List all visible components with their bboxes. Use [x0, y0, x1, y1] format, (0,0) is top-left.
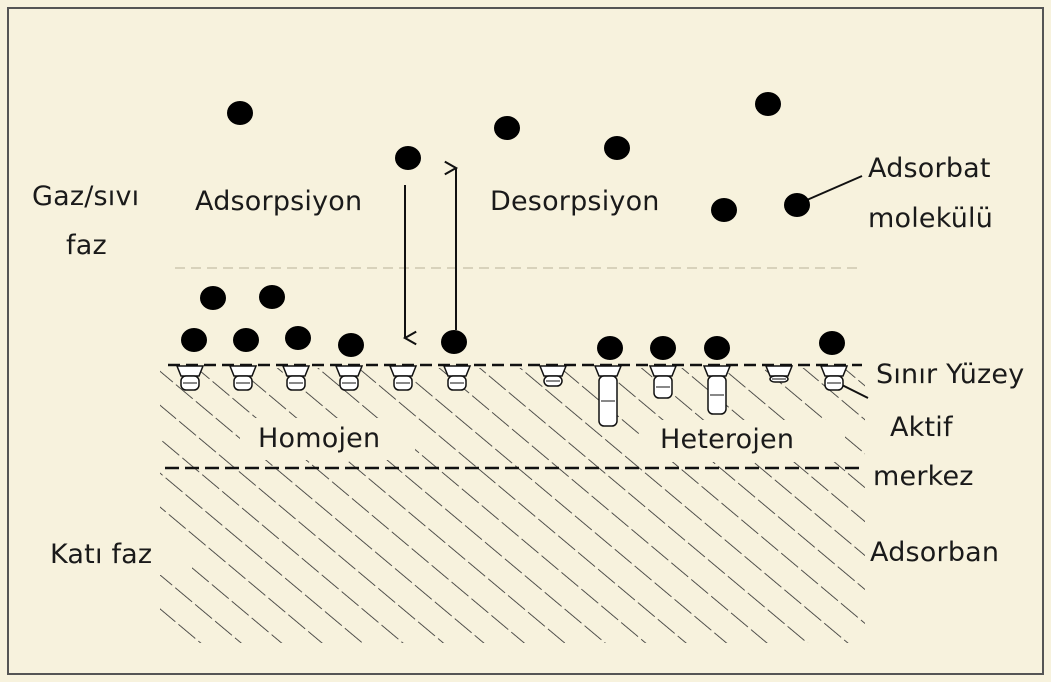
heterogeneous-label: Heterojen — [660, 424, 795, 455]
adsorbate-molecule — [494, 116, 520, 140]
adsorbate-molecules — [181, 92, 845, 360]
active-site — [702, 365, 732, 415]
active-site — [819, 365, 849, 391]
adsorbate-molecule — [285, 326, 311, 350]
adsorbate-molecule — [604, 136, 630, 160]
adsorbate-molecule — [755, 92, 781, 116]
surface-pointer-line — [841, 384, 869, 399]
active-site — [281, 365, 311, 391]
adsorbate-molecule — [259, 285, 285, 309]
adsorption-label: Adsorpsiyon — [195, 186, 363, 217]
adsorbate-molecule — [233, 328, 259, 352]
adsorbate-molecule — [441, 330, 467, 354]
adsorbate-pointer-line — [799, 175, 863, 204]
adsorbate-molecule — [338, 333, 364, 357]
active-center-label: Aktif — [890, 412, 953, 443]
adsorbate-molecule — [704, 336, 730, 360]
desorption-label: Desorpsiyon — [490, 186, 660, 217]
gas-phase-label: Gaz/sıvı — [32, 181, 140, 212]
solid-phase-label: Katı faz — [50, 539, 153, 570]
active-site — [334, 365, 364, 391]
homogeneous-label-bg — [240, 418, 415, 460]
heterogeneous-label-bg — [640, 420, 845, 462]
active-site — [175, 365, 205, 391]
active-site — [593, 365, 623, 427]
boundary-surface-label: Sınır Yüzey — [876, 359, 1025, 390]
adsorbate-molecule — [227, 101, 253, 125]
adsorbate-molecule — [819, 331, 845, 355]
active-center-label-2: merkez — [873, 461, 974, 492]
adsorbate-label: Adsorbat — [868, 153, 991, 184]
gas-phase-label-2: faz — [66, 230, 107, 261]
adsorbate-molecule — [395, 146, 421, 170]
solid-phase-region — [160, 368, 865, 643]
active-site — [228, 365, 258, 391]
homogeneous-label: Homojen — [258, 423, 381, 454]
active-site — [442, 365, 472, 391]
solid-phase-label-bg — [40, 535, 192, 575]
adsorbate-molecule — [597, 336, 623, 360]
adsorbate-molecule — [200, 286, 226, 310]
adsorbate-molecule — [650, 336, 676, 360]
active-site — [538, 365, 568, 387]
adsorbate-molecule — [711, 198, 737, 222]
adsorbate-molecule — [784, 193, 810, 217]
adsorbate-molecule — [181, 328, 207, 352]
active-site — [388, 365, 418, 391]
active-site — [764, 365, 794, 383]
active-site — [648, 365, 678, 399]
adsorbate-label-2: molekülü — [868, 203, 994, 234]
active-sites — [175, 365, 849, 427]
adsorbent-label: Adsorban — [870, 537, 1000, 568]
